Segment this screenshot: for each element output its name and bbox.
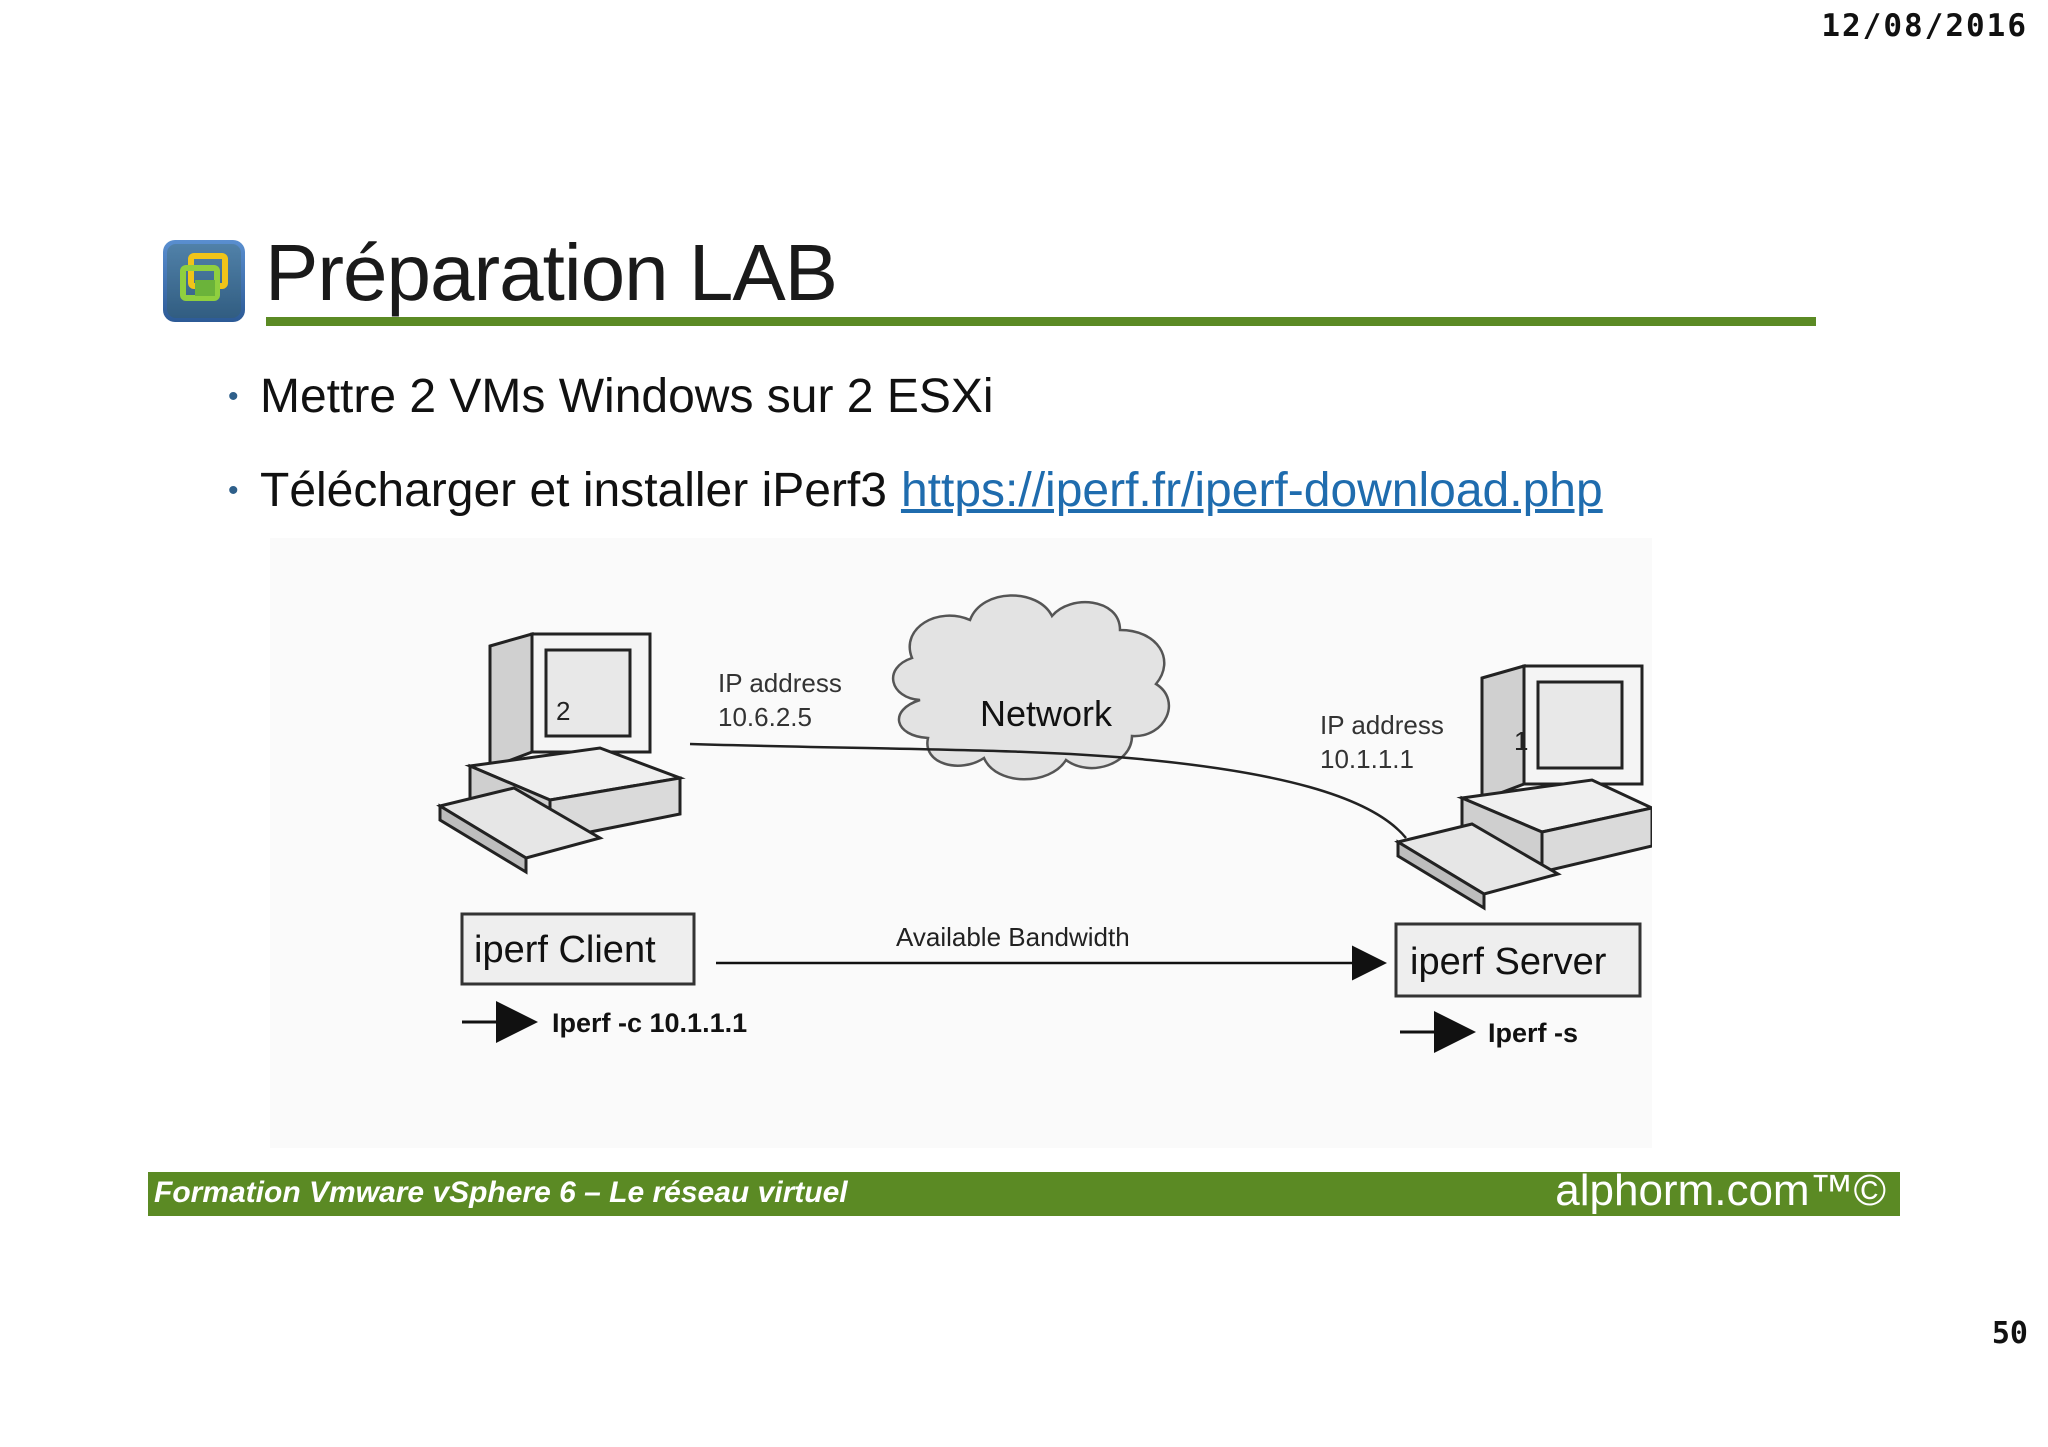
bullet-dot-icon: • xyxy=(228,380,239,413)
footer-bar: Formation Vmware vSphere 6 – Le réseau v… xyxy=(148,1166,1900,1216)
iperf-download-link[interactable]: https://iperf.fr/iperf-download.php xyxy=(900,464,1603,517)
computer-icon xyxy=(1394,664,1652,911)
vsphere-logo-icon xyxy=(163,240,245,322)
client-command: Iperf -c 10.1.1.1 xyxy=(552,1008,747,1038)
computer-icon xyxy=(436,632,686,875)
iperf-server-box xyxy=(1394,922,1642,998)
client-ip-value: 10.6.2.5 xyxy=(718,702,812,732)
server-computer-number: 1 xyxy=(1514,726,1528,756)
server-ip-label: IP address xyxy=(1320,710,1444,740)
network-label: Network xyxy=(980,693,1113,734)
bullet-text: Mettre 2 VMs Windows sur 2 ESXi xyxy=(260,370,994,423)
bullet-item: • Télécharger et installer iPerf3 https:… xyxy=(228,460,1603,522)
iperf-client-box xyxy=(460,912,696,986)
bandwidth-label: Available Bandwidth xyxy=(896,922,1130,952)
client-ip-label: IP address xyxy=(718,668,842,698)
cloud-icon xyxy=(891,594,1171,781)
bullet-list: • Mettre 2 VMs Windows sur 2 ESXi • Télé… xyxy=(228,366,1603,554)
client-computer-number: 2 xyxy=(556,696,570,726)
iperf-network-diagram: Network 2 1 IP address xyxy=(270,538,1652,1148)
footer-brand: alphorm.com™© xyxy=(1555,1166,1886,1215)
page-number: 50 xyxy=(1991,1316,2028,1351)
title-underline xyxy=(266,317,1816,326)
bullet-text: Télécharger et installer iPerf3 xyxy=(260,464,887,517)
footer-course-title: Formation Vmware vSphere 6 – Le réseau v… xyxy=(154,1176,848,1209)
server-ip-value: 10.1.1.1 xyxy=(1320,744,1414,774)
server-command: Iperf -s xyxy=(1488,1018,1578,1048)
slide-date: 12/08/2016 xyxy=(1821,8,2028,44)
slide-title: Préparation LAB xyxy=(265,228,838,317)
bullet-dot-icon: • xyxy=(228,474,239,507)
iperf-server-label: iperf Server xyxy=(1410,941,1607,983)
bullet-item: • Mettre 2 VMs Windows sur 2 ESXi xyxy=(228,366,1603,428)
iperf-client-label: iperf Client xyxy=(474,929,656,971)
